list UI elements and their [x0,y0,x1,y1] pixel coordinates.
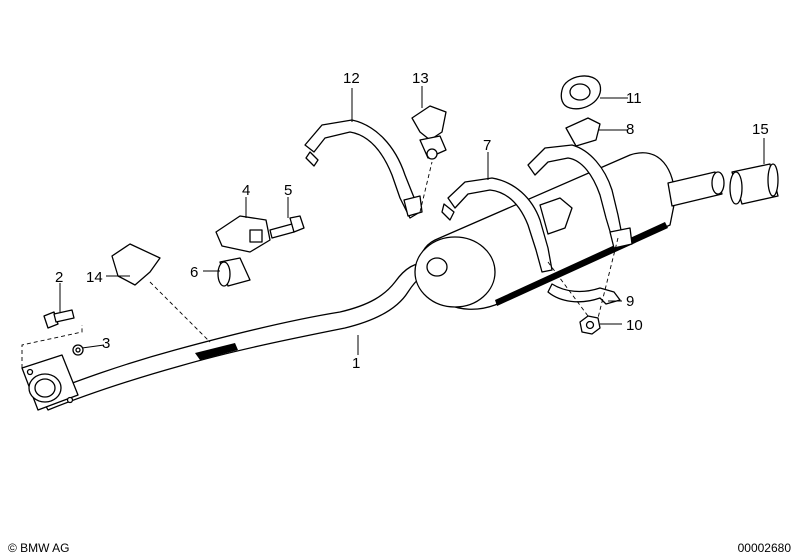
holder-4 [215,215,271,253]
callout-6: 6 [190,264,198,281]
strap-12 [304,119,423,219]
drawing-number: 00002680 [737,541,791,555]
callout-2: 2 [55,269,63,286]
callout-3: 3 [102,335,110,352]
callout-11: 11 [626,90,642,107]
front-pipe [21,261,439,411]
leader-lines [59,86,765,355]
reference-lines [21,161,619,368]
callout-1: 1 [352,355,360,372]
callout-5: 5 [284,182,292,199]
callout-4: 4 [242,182,250,199]
bolt-2 [43,309,75,329]
callout-8: 8 [626,121,634,138]
callout-labels: 1 2 3 4 5 6 7 8 9 10 11 12 13 14 15 [55,70,769,372]
strap-8 [527,117,633,249]
callout-10: 10 [626,317,643,334]
bolt-5 [269,215,305,239]
callout-9: 9 [626,293,634,310]
tail-sleeve [729,163,779,205]
callout-14: 14 [86,269,103,286]
nut-3 [72,344,84,356]
callout-15: 15 [752,121,769,138]
copyright-text: © BMW AG [8,541,70,555]
callout-12: 12 [343,70,360,87]
bush-6 [217,257,251,287]
rear-silencer [414,152,725,310]
callout-13: 13 [412,70,429,87]
clamp-14 [111,243,161,286]
bracket-13 [411,105,447,160]
strap-7 [441,177,573,273]
callout-7: 7 [483,137,491,154]
nut-10 [579,315,601,335]
strap-9 [547,283,621,305]
gasket-11 [560,75,602,110]
